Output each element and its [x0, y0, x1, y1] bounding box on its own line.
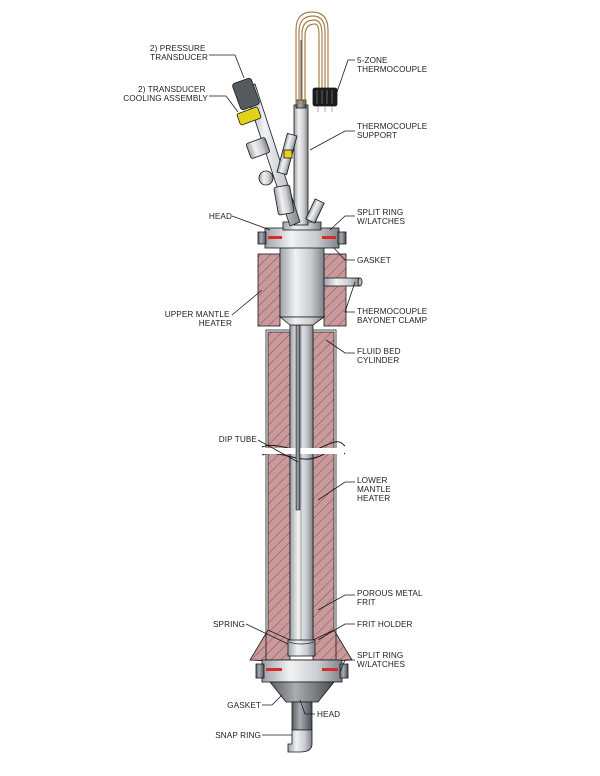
label-head-bottom: HEAD — [317, 710, 340, 719]
label-pressure-transducer: 2) PRESSURE TRANSDUCER — [150, 44, 208, 62]
label-lower-mantle-heater: LOWER MANTLE HEATER — [357, 476, 393, 503]
label-gasket-top: GASKET — [357, 256, 391, 265]
label-transducer-cooling: 2) TRANSDUCER COOLING ASSEMBLY — [123, 85, 208, 103]
label-gasket-bottom: GASKET — [227, 701, 261, 710]
bottom-assembly-part — [255, 639, 349, 753]
upper-vessel-part — [278, 246, 326, 326]
label-dip-tube: DIP TUBE — [219, 435, 258, 444]
label-thermocouple-support: THERMOCOUPLE SUPPORT — [357, 122, 430, 140]
fluid-bed-cylinder-part — [289, 324, 314, 644]
label-head-top: HEAD — [209, 212, 232, 221]
label-spring: SPRING — [213, 620, 245, 629]
thermocouple-wires-part — [295, 11, 329, 104]
label-porous-metal-frit: POROUS METAL FRIT — [357, 589, 425, 607]
transducer-assembly-part — [232, 77, 325, 227]
label-snap-ring: SNAP RING — [215, 731, 261, 740]
label-upper-mantle-heater: UPPER MANTLE HEATER — [165, 310, 232, 328]
label-split-ring-bottom: SPLIT RING W/LATCHES — [357, 651, 406, 669]
label-frit-holder: FRIT HOLDER — [357, 620, 413, 629]
label-thermocouple-bayonet-clamp: THERMOCOUPLE BAYONET CLAMP — [357, 307, 430, 325]
top-head-part — [257, 221, 347, 249]
labels: 2) PRESSURE TRANSDUCER 2) TRANSDUCER COO… — [123, 44, 430, 740]
label-split-ring-top: SPLIT RING W/LATCHES — [357, 208, 406, 226]
thermocouple-connector-part — [312, 87, 338, 112]
thermocouple-support-part — [293, 40, 309, 226]
reactor-drawing — [232, 11, 363, 753]
bayonet-clamp-part — [323, 277, 363, 287]
upper-mantle-heater-part — [257, 253, 347, 327]
label-5-zone-thermocouple: 5-ZONE THERMOCOUPLE — [357, 56, 428, 74]
leader-lines — [209, 54, 356, 736]
label-fluid-bed-cylinder: FLUID BED CYLINDER — [357, 347, 403, 365]
